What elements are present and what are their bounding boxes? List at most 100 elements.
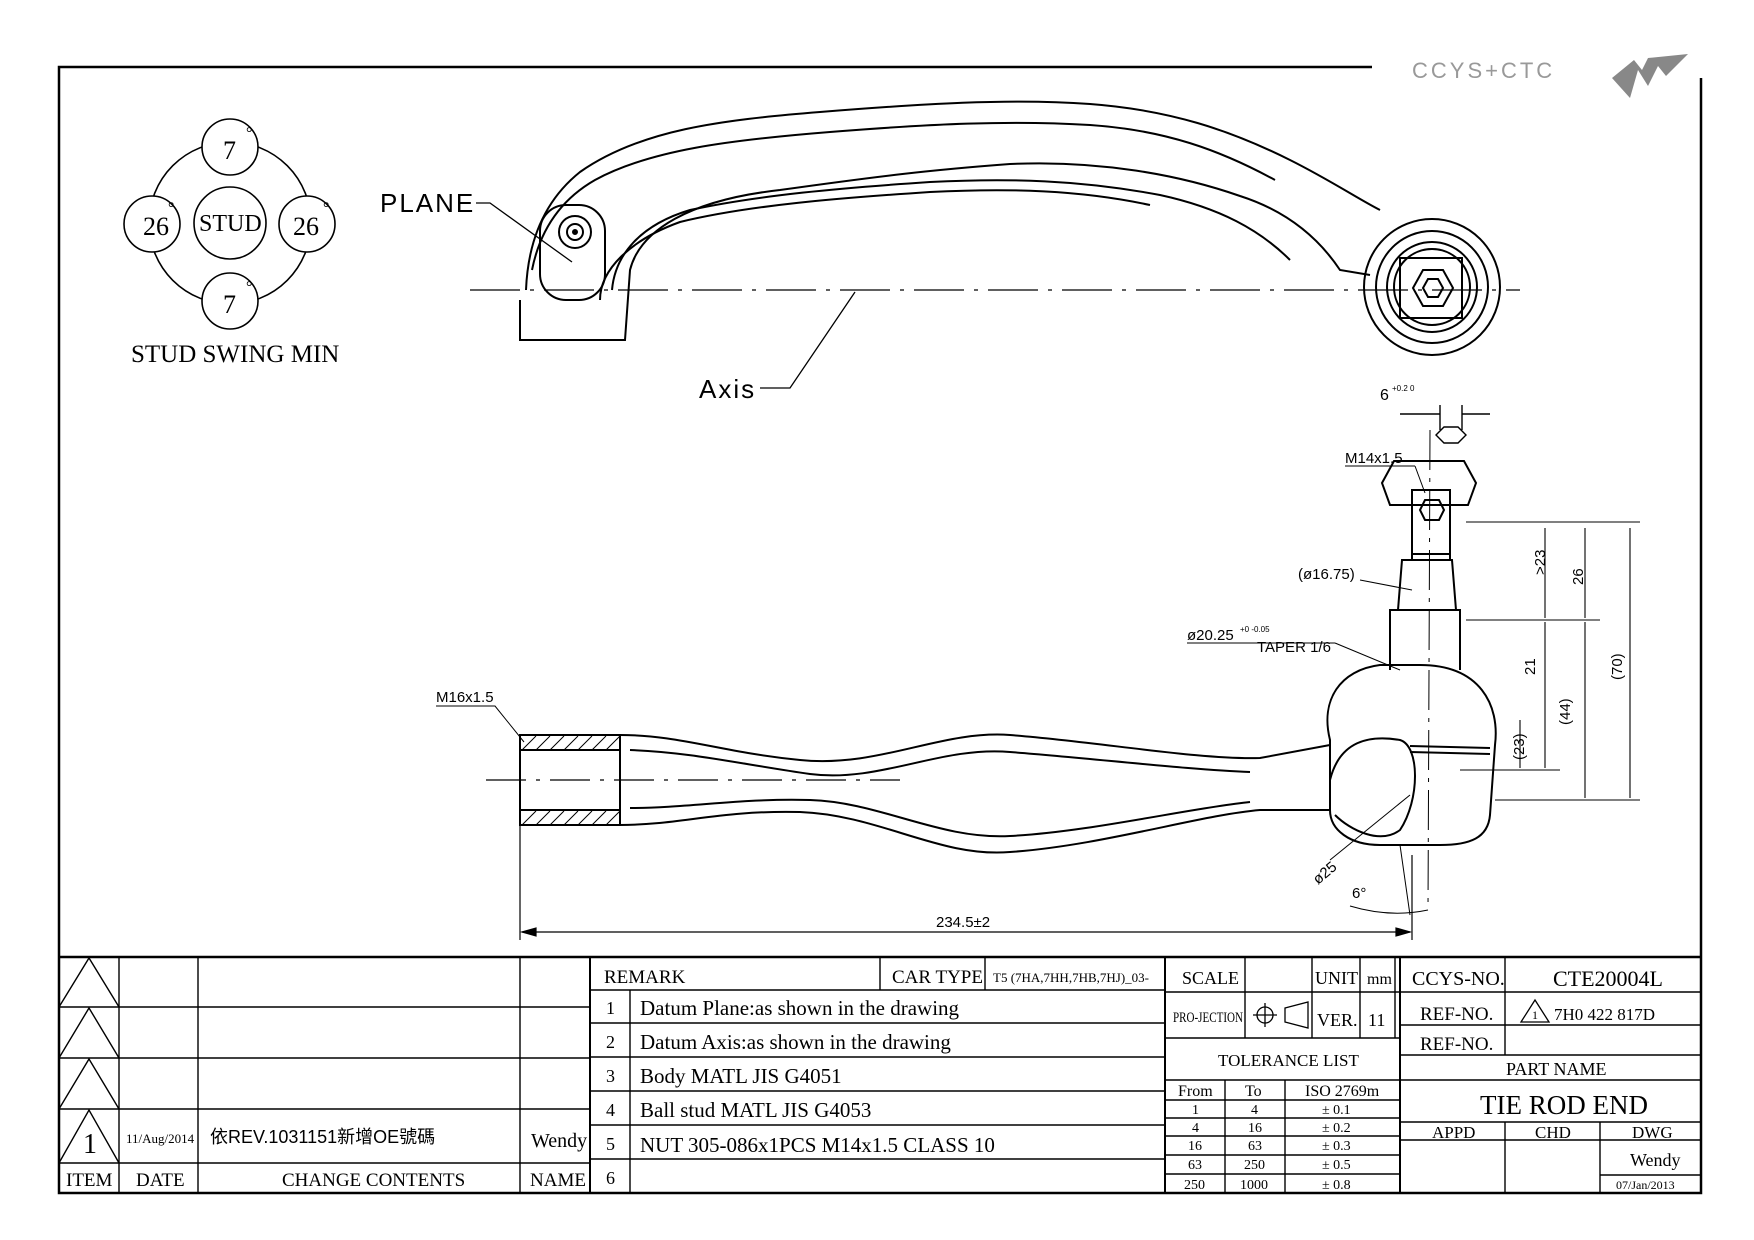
remark-list: 1 Datum Plane:as shown in the drawing 2 … (606, 996, 995, 1188)
tol-cell: 250 (1184, 1178, 1205, 1193)
dwg-name: Wendy (1630, 1150, 1681, 1170)
tol-cell: 4 (1192, 1121, 1199, 1136)
callout-hex-tol: +0.2 0 (1392, 384, 1415, 393)
remark-text: Datum Plane:as shown in the drawing (640, 996, 960, 1020)
dim-44: (44) (1557, 698, 1574, 725)
appd-label: APPD (1432, 1123, 1475, 1142)
swing-left-degree: ° (168, 200, 174, 217)
revision-content: 依REV.1031151新增OE號碼 (210, 1127, 435, 1147)
ver-label: VER. (1317, 1010, 1358, 1030)
tol-cell: 16 (1248, 1121, 1262, 1136)
header-item: ITEM (66, 1170, 113, 1191)
dwg-label: DWG (1632, 1123, 1673, 1142)
remark-no: 3 (606, 1066, 615, 1086)
unit-label: UNIT (1315, 968, 1358, 988)
swing-caption: STUD SWING MIN (131, 341, 339, 368)
ref-mark-triangle (1519, 998, 1551, 1023)
m16-leader (436, 705, 525, 743)
car-type-value: T5 (7HA,7HH,7HB,7HJ)_03- (993, 970, 1149, 985)
header-date: DATE (136, 1170, 185, 1191)
car-type-label: CAR TYPE (892, 967, 983, 988)
callout-taper-tol: +0 -0.05 (1240, 625, 1270, 634)
tol-header: To (1245, 1083, 1262, 1100)
tie-rod-top-view (519, 100, 1501, 356)
tolerance-table: From To ISO 2769m 1 4 ± 0.1 4 16 ± 0.2 1… (1178, 1083, 1380, 1193)
callout-plane: PLANE (380, 188, 475, 218)
ccys-no-label: CCYS-NO. (1412, 968, 1505, 990)
ref-no-label: REF-NO. (1420, 1004, 1493, 1025)
projection-label: PRO-JECTION (1173, 1010, 1243, 1026)
callout-m14: M14x1.5 (1345, 450, 1403, 467)
tol-cell: ± 0.1 (1322, 1103, 1351, 1118)
swing-top: 7 (223, 136, 236, 165)
callout-hex: 6 (1380, 387, 1389, 404)
tol-cell: 63 (1248, 1139, 1262, 1154)
remark-text: Datum Axis:as shown in the drawing (640, 1030, 951, 1054)
tie-rod-side-view (519, 460, 1497, 854)
swing-bottom: 7 (223, 290, 236, 319)
tol-cell: 16 (1188, 1139, 1202, 1154)
stud-centerline (1427, 429, 1431, 911)
remark-header: REMARK (604, 967, 686, 988)
remark-text: Body MATL JIS G4051 (640, 1064, 842, 1088)
tol-cell: 63 (1188, 1158, 1202, 1173)
part-name-label: PART NAME (1506, 1059, 1606, 1079)
remark-text: NUT 305-086x1PCS M14x1.5 CLASS 10 (640, 1133, 995, 1157)
plane-leader (476, 202, 573, 263)
swing-right-degree: ° (323, 200, 329, 217)
stud-swing-diagram (123, 118, 336, 330)
callout-angle6: 6° (1352, 885, 1366, 902)
part-name: TIE ROD END (1480, 1090, 1648, 1120)
ref-no2-label: REF-NO. (1420, 1034, 1493, 1055)
callout-d25: ø25 (1310, 858, 1341, 888)
title-block-grid (58, 955, 1701, 1193)
tol-cell: ± 0.8 (1322, 1178, 1351, 1193)
tol-header: From (1178, 1083, 1213, 1100)
unit-value: mm (1367, 971, 1392, 988)
dim-23b: (23) (1511, 733, 1528, 760)
remark-no: 2 (606, 1032, 615, 1052)
dim-gt23: >23 (1532, 550, 1549, 575)
swing-top-degree: ° (246, 125, 252, 142)
tolerance-title: TOLERANCE LIST (1218, 1051, 1359, 1070)
callout-axis: Axis (699, 374, 756, 404)
swing-bottom-degree: ° (246, 279, 252, 296)
ccys-no-value: CTE20004L (1553, 966, 1663, 991)
projection-symbol (1253, 1001, 1309, 1029)
chd-label: CHD (1535, 1123, 1571, 1142)
callout-taper: ø20.25 (1187, 627, 1234, 644)
dim-70: (70) (1609, 653, 1626, 680)
ref-no-mark: 1 (1532, 1008, 1538, 1022)
logo-text: CCYS+CTC (1412, 58, 1555, 83)
brand-logo: CCYS+CTC (1412, 54, 1688, 98)
tol-cell: ± 0.5 (1322, 1158, 1351, 1173)
hex-detail (1400, 405, 1490, 444)
tol-cell: ± 0.3 (1322, 1139, 1351, 1154)
remark-no: 4 (606, 1100, 615, 1120)
swing-right: 26 (293, 212, 319, 241)
tol-cell: 1 (1192, 1103, 1199, 1118)
callout-length: 234.5±2 (936, 914, 990, 931)
tol-cell: 4 (1251, 1103, 1258, 1118)
revision-date: 11/Aug/2014 (126, 1131, 195, 1146)
length-dimension (519, 825, 1413, 940)
axis-leader (760, 291, 856, 389)
header-name: NAME (530, 1170, 586, 1191)
tol-header: ISO 2769m (1305, 1083, 1380, 1100)
thread-hatching (521, 735, 621, 826)
logo-mark (1612, 54, 1688, 98)
sheet-border (57, 65, 1703, 1195)
remark-no: 1 (606, 998, 615, 1018)
remark-no: 6 (606, 1168, 615, 1188)
swing-left: 26 (143, 212, 169, 241)
dwg-date: 07/Jan/2013 (1616, 1178, 1675, 1192)
swing-center: STUD (199, 211, 262, 237)
callout-d1675: (ø16.75) (1298, 566, 1355, 583)
dim-26: 26 (1570, 568, 1587, 585)
header-contents: CHANGE CONTENTS (282, 1170, 465, 1191)
scale-label: SCALE (1182, 968, 1239, 988)
vertical-dimensions (1460, 521, 1640, 801)
revision-marker: 1 (83, 1129, 97, 1160)
callout-taper-text: TAPER 1/6 (1257, 639, 1331, 656)
